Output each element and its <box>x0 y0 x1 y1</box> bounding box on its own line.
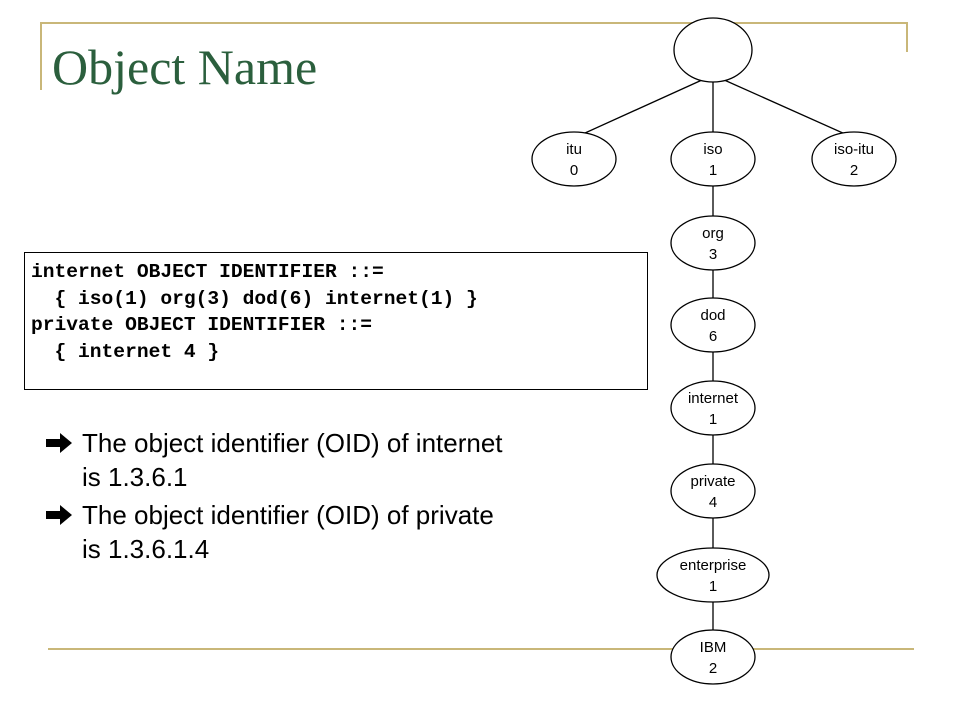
node-name: dod <box>700 307 725 324</box>
node-name: iso <box>703 141 722 158</box>
bullet-text-line: The object identifier (OID) of internet <box>82 428 503 458</box>
right-rule <box>906 22 908 52</box>
code-line: { internet 4 } <box>31 340 220 363</box>
node-number: 6 <box>709 328 717 345</box>
node-number: 0 <box>570 162 578 179</box>
code-line: { iso(1) org(3) dod(6) internet(1) } <box>31 287 478 310</box>
node-name: enterprise <box>680 557 747 574</box>
tree-node-iso-itu: iso-itu 2 <box>811 131 897 187</box>
node-number: 4 <box>709 494 717 511</box>
node-name: org <box>702 225 724 242</box>
edge-root-itu <box>573 74 714 139</box>
node-number: 2 <box>850 162 858 179</box>
tree-node-iso: iso 1 <box>670 131 756 187</box>
tree-node-private: private 4 <box>670 463 756 519</box>
slide-title: Object Name <box>52 39 318 95</box>
right-arrow-icon <box>46 433 72 453</box>
bottom-rule <box>48 648 914 650</box>
node-name: internet <box>688 390 739 407</box>
node-name: private <box>690 473 735 490</box>
left-rule <box>40 22 42 90</box>
right-arrow-icon <box>46 505 72 525</box>
bullet-list: The object identifier (OID) of internet … <box>44 426 644 570</box>
tree-nodes: itu 0 iso 1 iso-itu 2 org 3 dod 6 intern… <box>531 17 897 685</box>
tree-node-itu: itu 0 <box>531 131 617 187</box>
bullet-text-line: is 1.3.6.1 <box>82 462 188 492</box>
top-rule <box>40 22 908 24</box>
tree-node-dod: dod 6 <box>670 297 756 353</box>
tree-node-root <box>673 17 753 83</box>
node-number: 2 <box>709 660 717 677</box>
edge-root-iso-itu <box>712 74 855 139</box>
tree-edges <box>573 74 855 630</box>
tree-node-org: org 3 <box>670 215 756 271</box>
node-name: itu <box>566 141 582 158</box>
bullet-text-line: The object identifier (OID) of private <box>82 500 494 530</box>
node-number: 3 <box>709 246 717 263</box>
tree-node-internet: internet 1 <box>670 380 756 436</box>
node-number: 1 <box>709 162 717 179</box>
code-box: internet OBJECT IDENTIFIER ::= { iso(1) … <box>24 252 648 390</box>
code-line: internet OBJECT IDENTIFIER ::= <box>31 261 384 283</box>
node-name: IBM <box>700 639 727 656</box>
node-number: 1 <box>709 578 717 595</box>
tree-node-ibm: IBM 2 <box>670 629 756 685</box>
node-name: iso-itu <box>834 141 874 158</box>
bullet-item: The object identifier (OID) of private i… <box>44 498 644 566</box>
bullet-text-line: is 1.3.6.1.4 <box>82 534 210 564</box>
node-number: 1 <box>709 411 717 428</box>
bullet-item: The object identifier (OID) of internet … <box>44 426 644 494</box>
code-line: private OBJECT IDENTIFIER ::= <box>31 314 372 336</box>
tree-node-enterprise: enterprise 1 <box>656 547 770 603</box>
